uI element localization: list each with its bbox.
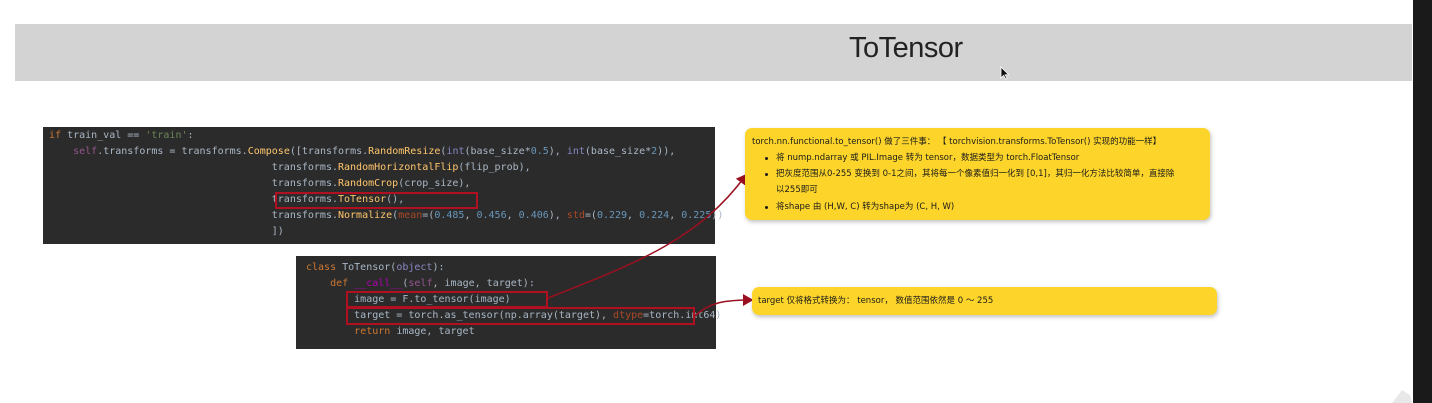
code-block-train-transforms: if train_val == 'train': self.transforms… <box>43 127 723 244</box>
code-token: , <box>506 210 519 221</box>
code-token: ), <box>548 146 567 157</box>
code-token: 2 <box>651 146 658 157</box>
code-token: (flip_prob), <box>458 162 531 173</box>
code-token: train_val == <box>67 130 146 141</box>
code-line: target = torch.as_tensor(np.array(target… <box>306 308 721 324</box>
code-token: 'train' <box>145 130 188 141</box>
code-token: image, target <box>396 326 475 337</box>
code-token: transforms. <box>49 194 338 205</box>
code-line: transforms.Normalize(mean=(0.485, 0.456,… <box>49 208 724 224</box>
code-token: ToTensor( <box>342 262 397 273</box>
note-target-text: target 仅将格式转换为： tensor， 数值范围依然是 0 ～ 255 <box>758 296 994 306</box>
code-token: (base_size* <box>584 146 652 157</box>
code-token: (), <box>386 194 405 205</box>
code-token: , <box>669 210 682 221</box>
code-token: ]) <box>49 226 284 237</box>
code-line: return image, target <box>306 324 475 340</box>
code-token: 0.229 <box>596 210 628 221</box>
code-token: ( <box>392 210 399 221</box>
code-token: ), <box>548 210 567 221</box>
arrow-to-target-note <box>694 294 754 317</box>
bullet-dot <box>765 173 768 176</box>
code-token: int <box>566 146 585 157</box>
note-bullet-2-cont: 以255即可 <box>776 185 818 195</box>
next-slide-icon[interactable] <box>1388 382 1412 403</box>
code-token: std <box>566 210 585 221</box>
code-line: ]) <box>49 224 284 240</box>
code-token: class <box>306 262 343 273</box>
code-token: target = torch.as_tensor(np.array(target… <box>306 310 614 321</box>
code-token: 0.456 <box>476 210 507 221</box>
code-token: transforms. <box>49 178 338 189</box>
code-token: Normalize <box>337 210 393 221</box>
code-token: : <box>187 130 194 141</box>
code-line: def __call__(self, image, target): <box>306 276 535 292</box>
code-token: transforms. <box>49 210 338 221</box>
code-token: =torch.int64) <box>643 310 722 321</box>
code-token: self <box>73 146 98 157</box>
code-line: if train_val == 'train': <box>49 128 194 144</box>
slide-title: ToTensor <box>849 32 963 64</box>
mouse-cursor-icon <box>1000 66 1010 80</box>
highlight-totensor-call <box>275 192 478 209</box>
code-line: image = F.to_tensor(image) <box>306 292 511 308</box>
note-bullet-3: 将shape 由 (H,W, C) 转为shape为 (C, H, W) <box>776 202 955 212</box>
code-line: self.transforms = transforms.Compose([tr… <box>49 144 675 160</box>
code-token: 0.224 <box>639 210 670 221</box>
code-token: , <box>464 210 477 221</box>
code-token: .transforms = transforms. <box>97 146 248 157</box>
code-token: 0.406 <box>518 210 549 221</box>
code-token: def <box>330 278 355 289</box>
note-target-explanation: target 仅将格式转换为： tensor， 数值范围依然是 0 ～ 255 <box>752 287 1217 315</box>
code-token: )), <box>657 146 676 157</box>
note-header: torch.nn.functional.to_tensor() 做了三件事： 【… <box>752 137 1162 147</box>
code-token: (base_size* <box>464 146 531 157</box>
code-token: 0.5 <box>530 146 549 157</box>
note-bullet-1: 将 nump.ndarray 或 PIL.Image 转为 tensor，数据类… <box>776 153 1080 163</box>
code-token: image = F.to_tensor(image) <box>306 294 511 305</box>
code-token: ToTensor <box>337 194 387 205</box>
code-token: RandomHorizontalFlip <box>337 162 459 173</box>
code-token: =( <box>422 210 435 221</box>
code-token: RandomResize <box>368 146 441 157</box>
code-token: dtype <box>613 310 644 321</box>
arrow-to-totensor-note <box>547 173 747 299</box>
code-token: self <box>408 278 433 289</box>
code-line: transforms.ToTensor(), <box>49 192 404 208</box>
window-edge <box>1413 0 1432 403</box>
code-line: class ToTensor(object): <box>306 260 444 276</box>
note-bullet-2: 把灰度范围从0-255 变换到 0-1之间，其将每一个像素值归一化到 [0,1]… <box>776 169 1175 179</box>
note-totensor-explanation: torch.nn.functional.to_tensor() 做了三件事： 【… <box>745 128 1210 220</box>
code-token: 0.485 <box>434 210 465 221</box>
code-token: ([transforms. <box>289 146 369 157</box>
slide-title-bar <box>15 24 1412 81</box>
code-token: (crop_size), <box>398 178 471 189</box>
code-token: 0.225 <box>681 210 712 221</box>
code-token: ( <box>440 146 447 157</box>
bullet-dot <box>765 157 768 160</box>
code-block-totensor-class: class ToTensor(object): def __call__(sel… <box>296 256 721 349</box>
code-token: object <box>396 262 433 273</box>
code-token: int <box>446 146 465 157</box>
code-token: return <box>354 326 397 337</box>
code-token: mean <box>398 210 423 221</box>
code-token: =( <box>584 210 597 221</box>
code-token: RandomCrop <box>337 178 399 189</box>
code-token: )) <box>711 210 724 221</box>
highlight-target-line <box>346 307 695 325</box>
code-token: if <box>49 130 68 141</box>
code-token: transforms. <box>49 162 338 173</box>
code-token: ( <box>402 278 409 289</box>
bullet-dot <box>765 206 768 209</box>
code-token: Compose <box>247 146 290 157</box>
code-token: ): <box>432 262 445 273</box>
code-token: __call__ <box>354 278 403 289</box>
code-line: transforms.RandomCrop(crop_size), <box>49 176 471 192</box>
code-token: , <box>627 210 640 221</box>
code-token: , image, target): <box>432 278 535 289</box>
code-line: transforms.RandomHorizontalFlip(flip_pro… <box>49 160 531 176</box>
